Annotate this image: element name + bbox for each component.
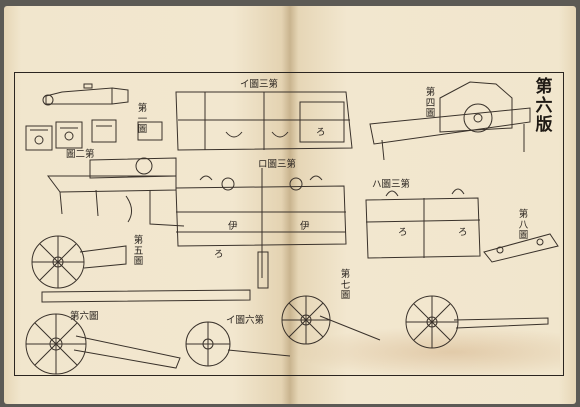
fig2-cannon-carriage [47,157,185,227]
fig6-i-limber [185,321,291,367]
part-mark-4: ろ [458,227,468,238]
plate-frame [14,72,564,376]
figure-6-i-label: イ圖六第 [226,315,265,326]
fig6-carriage [25,313,181,375]
water-stain [290,326,560,378]
fig8-bracket [483,233,559,263]
fig1-mount-details [25,119,163,151]
fig5-field-gun [31,235,251,303]
part-mark-3: ろ [398,227,408,238]
part-mark-5: 伊 [228,221,238,232]
figure-4-label: 第四圖 [425,87,436,119]
part-mark-1: ろ [316,127,326,138]
figure-1-label: 第一圖 [137,103,148,135]
figure-6-label: 第六圖 [70,311,99,322]
part-mark-2: ろ [214,249,224,260]
fig4-gun-on-slide [369,81,531,161]
fig1-cannon-barrel [42,83,129,106]
figure-3-ha-label: ハ圖三第 [372,179,411,190]
figure-5-label: 第五圖 [133,235,144,267]
fig7-carriages [281,295,549,349]
figure-8-label: 第八圖 [518,209,529,241]
plate-title: 第六版 [535,77,553,135]
fig3-ha-block [365,188,481,259]
fig3-ro-section [175,168,347,289]
figure-3-i-label: イ圖三第 [240,79,279,90]
figure-2-label: 圖二第 [66,149,95,160]
fig3-i-breech-block [175,91,353,151]
figure-7-label: 第七圖 [340,269,351,301]
figure-3-ro-label: ロ圖三第 [258,159,297,170]
part-mark-6: 伊 [300,221,310,232]
